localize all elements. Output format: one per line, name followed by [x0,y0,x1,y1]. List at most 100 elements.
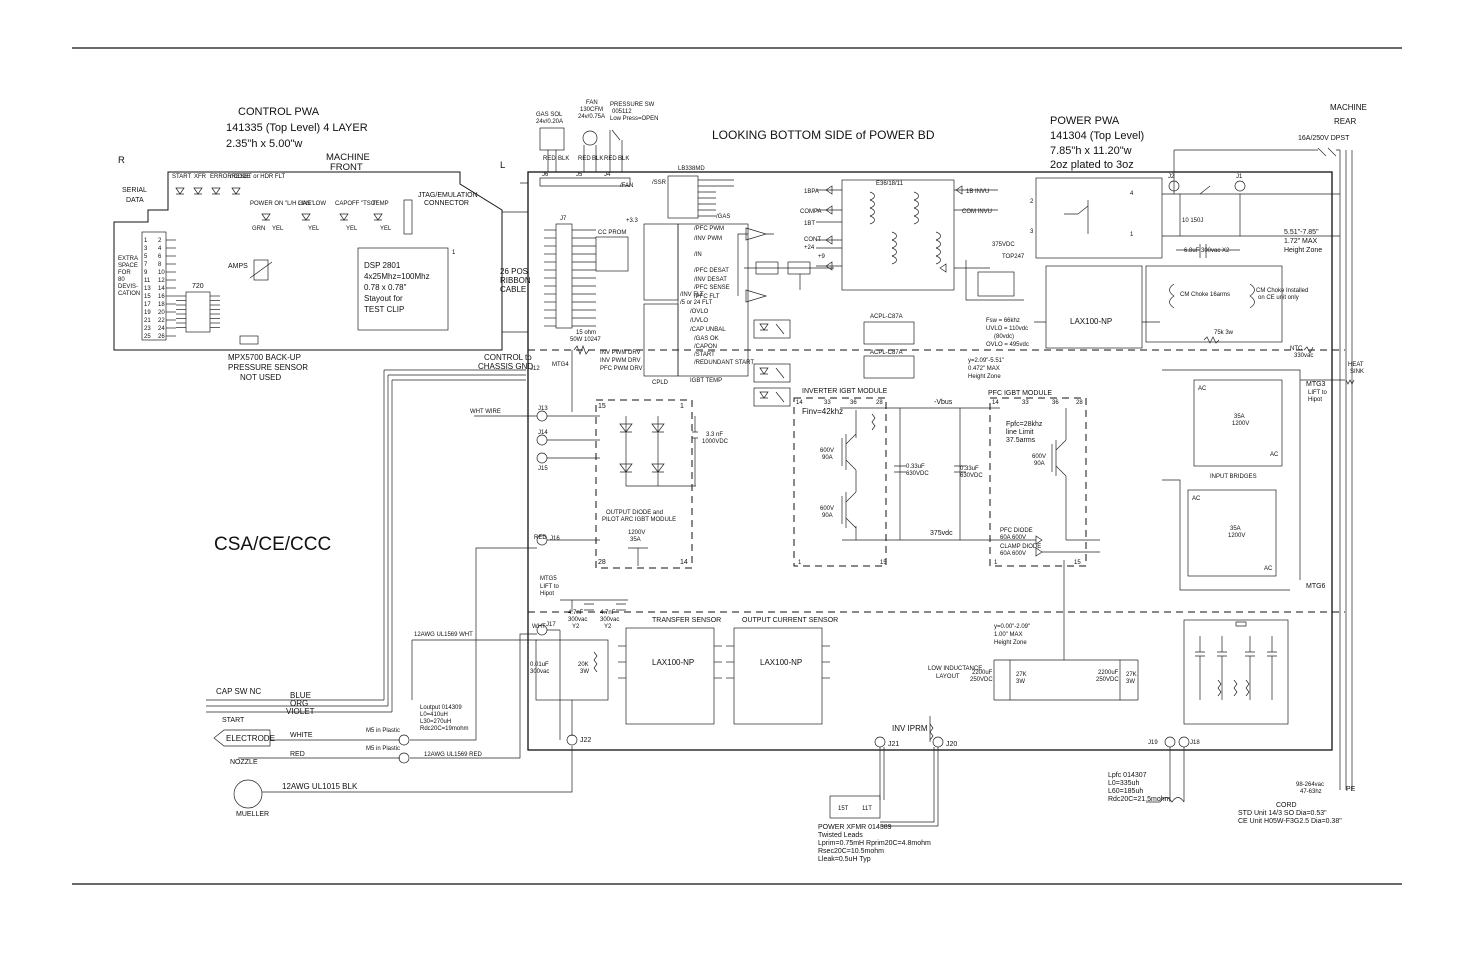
wht-label: WHT [532,624,546,630]
bus-caps [894,465,966,473]
fan-motor [582,130,598,146]
rear-switch: 16A/250V DPST [1298,135,1350,142]
rear-pe: PE [1346,786,1356,793]
sig-ovlo: /OVLO [690,309,709,315]
power-pwa: POWER PWA 141304 (Top Level) 7.85"h x 11… [1030,115,1364,725]
power-pwa-copper: 2oz plated to 3oz [1050,159,1134,171]
pfc-pin-36: 36 [1052,400,1059,406]
header-pin-number: 6 [158,254,162,260]
r20k-res [593,651,598,673]
mtg3-lift: LIFT to Hipot [1308,390,1329,403]
power-pwa-size: 7.85"h x 11.20"w [1050,145,1132,157]
cap-033-b: 0.33uF 630VDC [960,466,983,479]
bulk-caps [993,560,1139,701]
jtag-label-2: CONNECTOR [424,200,469,207]
lb338-label: LB338MD [678,166,705,172]
led-xfr: XFR [194,174,207,180]
xfmr-label: E36/18/11 [876,181,904,187]
wire-red-3: RED [604,156,617,162]
emi-filter [1183,619,1289,725]
r27k-1: 27K 3W [1016,672,1028,685]
machine-front-2: FRONT [330,162,363,173]
wire-red-2: RED [578,156,591,162]
relay-pin-4: 4 [1130,191,1134,197]
sig-uvlo: /UVLO [690,318,708,324]
pwa-height: 5.51"-7.85" 1.72" MAX Height Zone [1284,229,1322,254]
jack-j14-label: J14 [538,430,548,436]
start-label: START [222,717,245,724]
diode-1200: 1200V 35A [628,530,647,543]
awg-red: 12AWG UL1569 RED [424,752,482,758]
bulk-1: 2200uF 250VDC [970,670,994,683]
inv-pin-15: 15 [880,560,887,566]
bridge-2-ac2: AC [1264,566,1273,572]
jack-j2-label: J2 [1168,174,1175,180]
aux-wires [816,189,998,269]
jack-j20-label: J20 [946,741,957,748]
emi-bleeder [1233,679,1238,697]
sig-cap-unbal: /CAP UNBAL [690,327,726,333]
torch-connections: CAP SW NC BLUE ORG VIOLET START ELECTROD… [206,547,573,818]
m5-2: M5 in Plastic [366,746,400,752]
serial-data-2: DATA [126,197,144,204]
torch-power-wires [238,547,537,759]
gas-sol-label: GAS SOL 24v/0.20A [536,112,564,125]
dsp-pin1: 1 [452,250,456,256]
header-pin-number: 3 [144,246,148,252]
opto-couplers [753,319,791,407]
output-module-label: OUTPUT DIODE and PILOT ARC IGBT MODULE [602,510,676,523]
cpld-chip [643,303,679,377]
cm-choke: CM Choke 16arms [1180,292,1230,298]
amps-label: AMPS [228,263,248,270]
emi-capacitor [1245,636,1255,700]
looking-title: LOOKING BOTTOM SIDE of POWER BD [712,128,935,142]
m5-1: M5 in Plastic [366,728,400,734]
inv-igbts [841,410,857,540]
header-pin-number: 10 [158,270,165,276]
pfc-diodes [1035,535,1100,557]
power-xfmr: 15T 11T POWER XFMR 014389 Twisted Leads … [818,747,939,863]
pfc-pin-28: 28 [1076,400,1083,406]
plus-33: +3.3 [626,218,639,224]
cm-choke-area [1145,265,1283,343]
opto-coupler [753,387,791,407]
jack-j15-label: J15 [538,466,548,472]
header-pin-number: 12 [158,278,165,284]
bridge-diodes [619,416,696,487]
jack-row-top [539,177,631,187]
cc-prom-label: CC PROM [598,230,626,236]
mueller-clamp [233,779,263,809]
output-diode-module: 15 1 28 14 OUTPUT DIODE and PILOT ARC IG… [595,399,729,569]
emi-bleeder [1245,679,1250,697]
top-led-row [175,187,241,195]
jack-j18-label: J18 [1190,740,1200,746]
xfmr-11t: 11T [862,806,872,812]
inv-pin-28: 28 [876,400,883,406]
wire-blk-2: BLK [592,156,603,162]
jack-j1 [1234,180,1246,192]
cap-47-b: 4.7nF 300vac Y2 [600,610,621,630]
header-pin-number: 24 [158,326,165,332]
nozzle-label: NOZZLE [230,759,258,766]
cap68-label: 6.8uF 300vac X2 [1184,248,1230,254]
pfc-pin-1: 1 [994,560,998,566]
relay-pin-1: 1 [1130,232,1134,238]
top247-chip [977,271,1015,297]
sig-pfc-sense: /PFC SENSE [694,285,730,291]
y-caps [560,599,628,612]
cap-47-a: 4.7nF 300vac Y2 [568,610,589,630]
sig-pfc-pwm: /PFC PWM [694,226,724,232]
lax-pins [618,645,830,679]
header-pin-number: 5 [144,254,148,260]
jack-j21-label: J21 [888,741,899,748]
header-pin-number: 17 [144,302,151,308]
sig-capon: /CAPON [694,344,717,350]
xfmr-label: POWER XFMR 014389 Twisted Leads Lprim=0.… [818,824,933,863]
pfc-module: PFC IGBT MODULE 14 33 36 28 1 15 Fpfc=28… [988,390,1100,567]
transfer-sensor [625,627,715,725]
jtag-label-1: JTAG/EMULATION [418,192,478,199]
sig-ssr: /SSR [652,180,667,186]
led-color-2: YEL [272,226,284,232]
ribbon-cable [502,211,528,333]
header-pin-number: 16 [158,294,165,300]
